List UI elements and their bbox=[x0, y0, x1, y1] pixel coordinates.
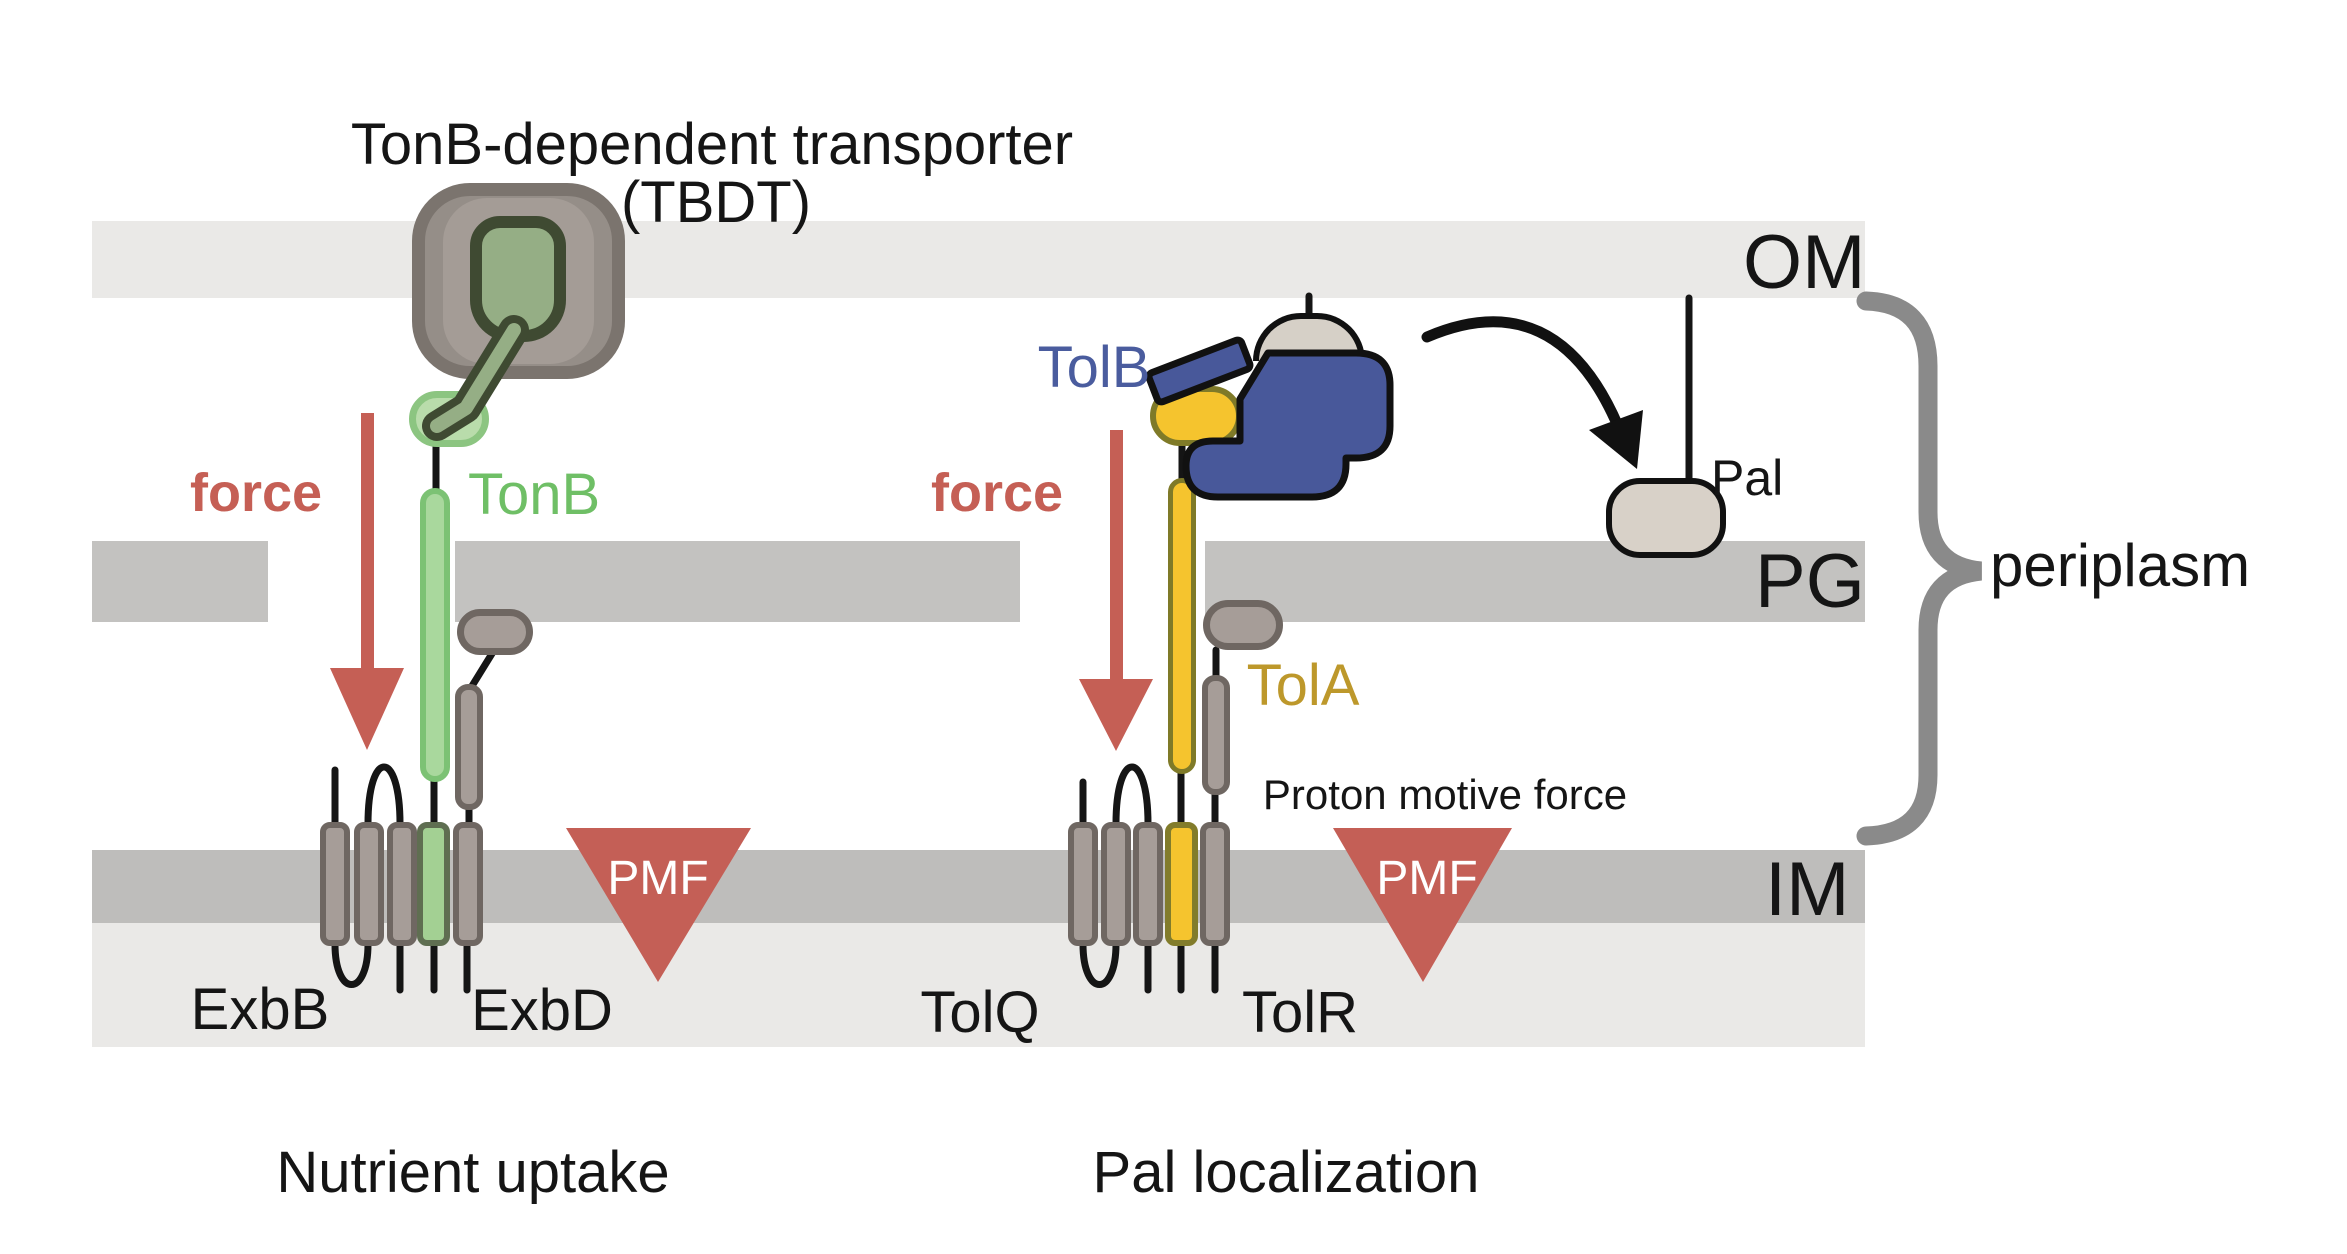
tola-rod bbox=[1168, 478, 1196, 774]
periplasm-brace bbox=[1856, 291, 1983, 846]
transfer-arrow-arc bbox=[1421, 316, 1624, 432]
tolr-tm-helix bbox=[1200, 822, 1230, 946]
peptidoglycan-band-middle bbox=[455, 541, 1020, 622]
peptidoglycan-band-left bbox=[92, 541, 268, 622]
pmf-triangle-left bbox=[566, 828, 751, 982]
tolq-label: TolQ bbox=[920, 980, 1040, 1045]
exbb-periplasmic-loop bbox=[364, 763, 404, 828]
tolq-helix-1 bbox=[1068, 822, 1098, 946]
caption-pal-localization: Pal localization bbox=[1092, 1140, 1480, 1205]
tonb-tm-helix bbox=[417, 822, 450, 946]
force-arrowhead-left bbox=[330, 668, 404, 750]
exbd-periplasmic-stalk bbox=[455, 684, 483, 810]
exbb-helix-3 bbox=[387, 822, 417, 946]
tolb-body bbox=[1182, 349, 1394, 501]
pmf-label-right: PMF bbox=[1376, 852, 1478, 905]
force-arrow-shaft-left bbox=[361, 413, 374, 670]
tolr-periplasmic-stalk bbox=[1202, 675, 1230, 795]
tolq-periplasmic-loop bbox=[1112, 763, 1152, 828]
exbb-cytoplasmic-loop bbox=[331, 940, 372, 988]
figure-title-line2: (TBDT) bbox=[620, 170, 812, 235]
pmf-label-left: PMF bbox=[607, 852, 709, 905]
exbb-helix-1 bbox=[320, 822, 350, 946]
pmf-triangle-right bbox=[1333, 828, 1512, 982]
tolq-helix-3 bbox=[1133, 822, 1163, 946]
pal-label: Pal bbox=[1711, 450, 1784, 506]
tolr-label: TolR bbox=[1241, 980, 1359, 1045]
tolr-periplasmic-knob bbox=[1203, 600, 1283, 650]
peptidoglycan-label: PG bbox=[1755, 539, 1865, 624]
periplasm-label: periplasm bbox=[1990, 532, 2251, 599]
outer-membrane-band bbox=[92, 221, 1865, 298]
transfer-arrowhead bbox=[1589, 410, 1643, 469]
force-label-left: force bbox=[189, 463, 323, 523]
exbd-knob-to-stalk-link bbox=[468, 648, 497, 690]
tola-tm-helix bbox=[1165, 822, 1198, 946]
tolb-label: TolB bbox=[1037, 335, 1151, 400]
exbb-helix-2 bbox=[354, 822, 384, 946]
proton-motive-force-label: Proton motive force bbox=[1262, 771, 1628, 818]
exbd-tm-helix bbox=[453, 822, 483, 946]
tonb-label: TonB bbox=[468, 462, 601, 527]
force-arrow-shaft-right bbox=[1110, 430, 1123, 681]
peptidoglycan-band-right bbox=[1205, 541, 1865, 622]
exbd-periplasmic-knob bbox=[457, 609, 533, 655]
inner-membrane-label: IM bbox=[1765, 847, 1850, 932]
tonb-rod bbox=[420, 488, 450, 782]
exbd-label: ExbD bbox=[471, 978, 613, 1043]
outer-membrane-label: OM bbox=[1743, 220, 1866, 305]
force-label-right: force bbox=[930, 463, 1064, 523]
force-arrowhead-right bbox=[1079, 679, 1153, 751]
tbdt-plug-tail bbox=[430, 323, 521, 433]
caption-nutrient-uptake: Nutrient uptake bbox=[276, 1140, 670, 1205]
pal-protein bbox=[1606, 478, 1726, 558]
exbb-label: ExbB bbox=[190, 977, 330, 1042]
tolq-helix-2 bbox=[1101, 822, 1131, 946]
tola-label: TolA bbox=[1246, 653, 1360, 718]
figure-title-line1: TonB-dependent transporter bbox=[350, 112, 1074, 177]
tolq-cytoplasmic-loop bbox=[1079, 940, 1120, 988]
cytoplasm-band bbox=[92, 923, 1865, 1047]
